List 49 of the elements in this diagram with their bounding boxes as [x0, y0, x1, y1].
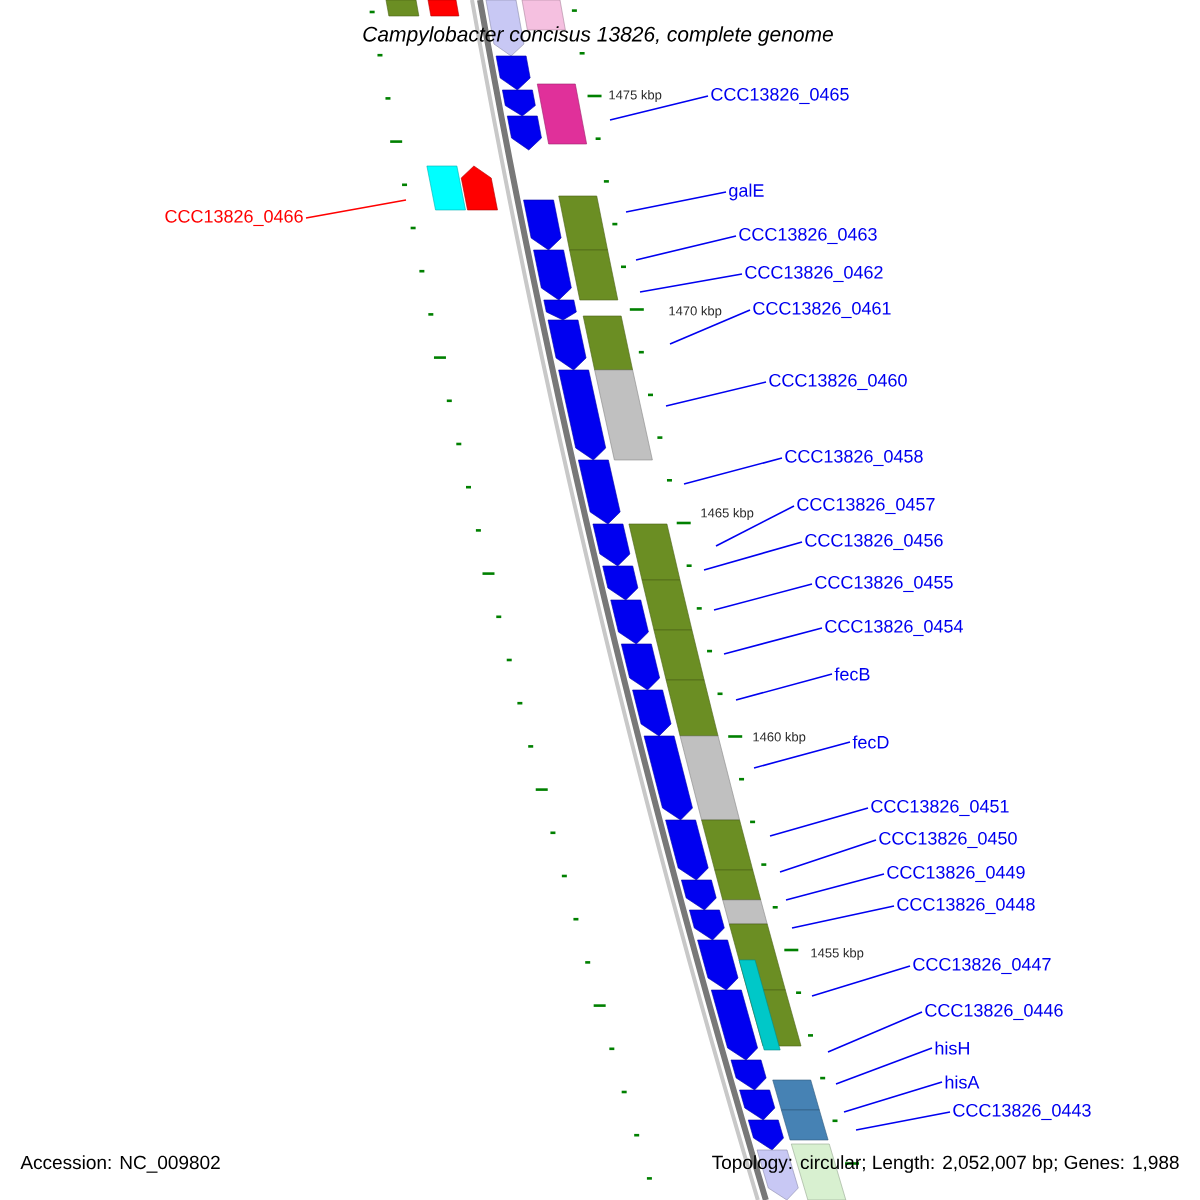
gene-label: hisA — [945, 1075, 980, 1089]
gene-label: CCC13826_0450 — [879, 831, 1017, 849]
gene-label: CCC13826_0448 — [897, 897, 1035, 915]
leader-line — [713, 583, 813, 611]
leader-line — [811, 965, 911, 997]
leader-line — [669, 309, 751, 345]
info-text: Accession: NC_009802 — [20, 1155, 220, 1173]
leader-line — [639, 273, 743, 293]
leader-line — [779, 839, 877, 873]
gene-label: CCC13826_0446 — [925, 1003, 1063, 1021]
leader-line — [753, 741, 851, 769]
gene-label: hisH — [935, 1041, 969, 1055]
gene-label: CCC13826_0455 — [815, 575, 953, 593]
leader-line — [683, 457, 783, 485]
gene-label: CCC13826_0454 — [825, 619, 963, 637]
leader-line — [703, 541, 803, 571]
gene-label: CCC13826_0458 — [785, 449, 923, 467]
leader-line — [827, 1011, 923, 1053]
gene-label: CCC13826_0462 — [745, 265, 883, 283]
gene-label: fecD — [852, 735, 889, 749]
leader-line — [735, 673, 833, 701]
leader-line — [769, 807, 869, 837]
gene-label: CCC13826_0465 — [711, 87, 849, 105]
leader-line — [609, 95, 709, 121]
gene-label: fecB — [834, 667, 870, 681]
leader-line — [791, 905, 895, 929]
gene-label: CCC13826_0457 — [797, 497, 935, 515]
title: Campylobacter concisus 13826, complete genome — [363, 26, 833, 46]
leader-line — [723, 627, 823, 655]
gene-label: CCC13826_0460 — [769, 373, 907, 391]
gene-label: CCC13826_0451 — [871, 799, 1009, 817]
info-text: Topology: circular; Length: 2,052,007 bp; Genes: 1,988 — [712, 1155, 1179, 1173]
gene-label: CCC13826_0449 — [887, 865, 1025, 883]
leader-line — [855, 1111, 951, 1131]
gene-label: CCC13826_0456 — [805, 533, 943, 551]
leader-line — [715, 505, 795, 547]
leader-line — [835, 1047, 933, 1085]
gene-label: CCC13826_0466 — [165, 209, 303, 227]
gene-label: CCC13826_0447 — [913, 957, 1051, 975]
leader-line — [665, 381, 767, 407]
leader-line — [625, 191, 727, 213]
leader-line — [305, 199, 407, 219]
leader-line — [843, 1081, 943, 1113]
leader-line — [785, 873, 885, 901]
gene-label: CCC13826_0461 — [753, 301, 891, 319]
gene-label: CCC13826_0463 — [739, 227, 877, 245]
gene-label: CCC13826_0443 — [953, 1103, 1091, 1121]
gene-label: galE — [729, 183, 764, 201]
leader-line — [635, 235, 737, 261]
